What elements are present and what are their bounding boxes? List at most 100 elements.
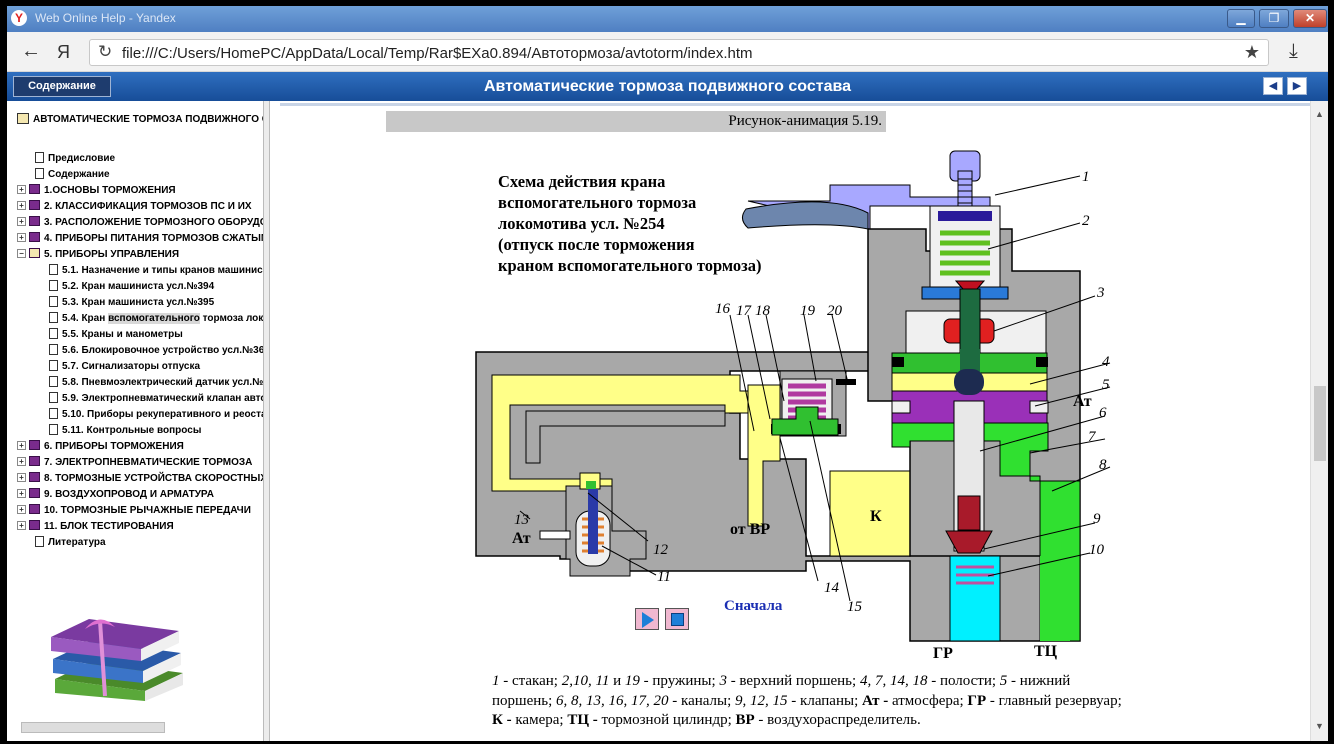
book-icon: [29, 216, 40, 226]
expand-icon[interactable]: +: [17, 185, 26, 194]
tree-item-5-7[interactable]: 5.7. Сигнализаторы отпуска: [49, 360, 200, 374]
download-icon[interactable]: ⤓: [1289, 40, 1298, 62]
tree-item-label: 6. ПРИБОРЫ ТОРМОЖЕНИЯ: [44, 441, 184, 452]
page-icon: [49, 264, 58, 275]
tree-item-5-6[interactable]: 5.6. Блокировочное устройство усл.№367: [49, 344, 263, 358]
play-button[interactable]: [635, 608, 659, 630]
contents-tree: АВТОМАТИЧЕСКИЕ ТОРМОЗА ПОДВИЖНОГО СОСТАВ…: [7, 101, 263, 741]
tree-item-chapter-11[interactable]: +11. БЛОК ТЕСТИРОВАНИЯ: [17, 520, 174, 534]
tree-item-5-10[interactable]: 5.10. Приборы рекуперативного и реостатн…: [49, 408, 263, 422]
tree-item-chapter-2[interactable]: +2. КЛАССИФИКАЦИЯ ТОРМОЗОВ ПС И ИХ: [17, 200, 252, 214]
tree-item-contents[interactable]: Содержание: [35, 168, 110, 182]
page-icon: [49, 408, 58, 419]
tree-item-5-3[interactable]: 5.3. Кран машиниста усл.№395: [49, 296, 214, 310]
tree-item-label: 5.2. Кран машиниста усл.№394: [62, 281, 215, 292]
tree-item-chapter-3[interactable]: +3. РАСПОЛОЖЕНИЕ ТОРМОЗНОГО ОБОРУДОВАНИЯ: [17, 216, 263, 230]
tree-item-5-9[interactable]: 5.9. Электропневматический клапан автост…: [49, 392, 263, 406]
scroll-down-icon[interactable]: ▼: [1315, 721, 1324, 731]
tree-item-label: 5. ПРИБОРЫ УПРАВЛЕНИЯ: [44, 249, 180, 260]
pane-splitter[interactable]: [263, 101, 270, 741]
back-button[interactable]: ←: [21, 40, 41, 62]
tree-item-label: 5.10. Приборы рекуперативного и реостатн…: [62, 409, 263, 420]
expand-icon[interactable]: +: [17, 233, 26, 242]
callout-11: 11: [657, 569, 671, 585]
scroll-thumb[interactable]: [1314, 386, 1326, 461]
callout-8: 8: [1099, 457, 1107, 473]
tree-item-label: тормоза локомотива: [202, 313, 263, 324]
callout-12: 12: [653, 542, 668, 558]
page-icon: [49, 312, 58, 323]
tree-item-5-1[interactable]: 5.1. Назначение и типы кранов машиниста: [49, 264, 263, 278]
tree-item-chapter-6[interactable]: +6. ПРИБОРЫ ТОРМОЖЕНИЯ: [17, 440, 184, 454]
stop-icon: [671, 613, 684, 626]
open-book-icon: [17, 113, 29, 124]
previous-page-button[interactable]: ◀: [1263, 77, 1283, 95]
contents-button[interactable]: Содержание: [13, 76, 111, 97]
tree-item-chapter-9[interactable]: +9. ВОЗДУХОПРОВОД И АРМАТУРА: [17, 488, 214, 502]
page-icon: [49, 280, 58, 291]
tree-item-preface[interactable]: Предисловие: [35, 152, 115, 166]
book-icon: [29, 504, 40, 514]
callout-16: 16: [715, 301, 730, 317]
page-icon: [49, 360, 58, 371]
scroll-up-icon[interactable]: ▲: [1315, 109, 1324, 119]
callout-2: 2: [1082, 213, 1090, 229]
open-book-icon: [29, 248, 40, 258]
window-title: Web Online Help - Yandex: [35, 11, 176, 25]
tree-item-5-4[interactable]: 5.4. Кран вспомогательного тормоза локом…: [49, 312, 263, 326]
reload-icon[interactable]: ↻: [98, 42, 113, 61]
maximize-button[interactable]: ❐: [1259, 9, 1289, 28]
tree-item-label: 11. БЛОК ТЕСТИРОВАНИЯ: [44, 521, 174, 532]
page-icon: [35, 152, 44, 163]
address-bar[interactable]: ↻ file:///C:/Users/HomePC/AppData/Local/…: [89, 39, 1269, 66]
tree-item-5-8[interactable]: 5.8. Пневмоэлектрический датчик усл.№418: [49, 376, 263, 390]
page-icon: [35, 168, 44, 179]
callout-7: 7: [1088, 429, 1096, 445]
yandex-home-button[interactable]: Я: [57, 42, 70, 62]
label-atmosphere-right: Ат: [1073, 393, 1092, 410]
title-bar: Y Web Online Help - Yandex ▁ ❐ ✕: [7, 6, 1328, 32]
expand-icon[interactable]: +: [17, 505, 26, 514]
expand-icon[interactable]: +: [17, 201, 26, 210]
callout-5: 5: [1102, 377, 1110, 393]
collapse-icon[interactable]: −: [17, 249, 26, 258]
tree-item-chapter-7[interactable]: +7. ЭЛЕКТРОПНЕВМАТИЧЕСКИЕ ТОРМОЗА: [17, 456, 252, 470]
tree-item-5-2[interactable]: 5.2. Кран машиниста усл.№394: [49, 280, 214, 294]
expand-icon[interactable]: +: [17, 473, 26, 482]
figure-caption: Рисунок-анимация 5.19.: [728, 113, 882, 129]
bookmark-star-icon[interactable]: ★: [1243, 42, 1260, 62]
tree-item-chapter-1[interactable]: +1.ОСНОВЫ ТОРМОЖЕНИЯ: [17, 184, 176, 198]
divider: [280, 103, 1310, 106]
expand-icon[interactable]: +: [17, 217, 26, 226]
expand-icon[interactable]: +: [17, 457, 26, 466]
callout-10: 10: [1089, 542, 1104, 558]
tree-item-label: 4. ПРИБОРЫ ПИТАНИЯ ТОРМОЗОВ СЖАТЫМ: [44, 233, 263, 244]
tree-item-label: 5.3. Кран машиниста усл.№395: [62, 297, 215, 308]
tree-item-label: 10. ТОРМОЗНЫЕ РЫЧАЖНЫЕ ПЕРЕДАЧИ: [44, 505, 251, 516]
sidebar-horizontal-scrollbar[interactable]: [21, 722, 165, 733]
expand-icon[interactable]: +: [17, 441, 26, 450]
tree-item-literature[interactable]: Литература: [35, 536, 106, 550]
tree-item-chapter-4[interactable]: +4. ПРИБОРЫ ПИТАНИЯ ТОРМОЗОВ СЖАТЫМ: [17, 232, 263, 246]
next-page-button[interactable]: ▶: [1287, 77, 1307, 95]
callout-18: 18: [755, 303, 770, 319]
tree-item-5-11[interactable]: 5.11. Контрольные вопросы: [49, 424, 201, 438]
scheme-title: Схема действия крана вспомогательного то…: [498, 172, 762, 275]
expand-icon[interactable]: +: [17, 521, 26, 530]
minimize-button[interactable]: ▁: [1227, 9, 1255, 28]
tree-item-chapter-8[interactable]: +8. ТОРМОЗНЫЕ УСТРОЙСТВА СКОРОСТНЫХ: [17, 472, 263, 486]
restart-link[interactable]: Сначала: [724, 598, 783, 614]
url-text[interactable]: file:///C:/Users/HomePC/AppData/Local/Te…: [122, 45, 753, 62]
callout-9: 9: [1093, 511, 1101, 527]
tree-item-label: 5.6. Блокировочное устройство усл.№367: [62, 345, 263, 356]
vertical-scrollbar[interactable]: ▲ ▼: [1310, 101, 1328, 741]
tree-root[interactable]: АВТОМАТИЧЕСКИЕ ТОРМОЗА ПОДВИЖНОГО СОСТАВ…: [17, 113, 263, 125]
tree-item-chapter-10[interactable]: +10. ТОРМОЗНЫЕ РЫЧАЖНЫЕ ПЕРЕДАЧИ: [17, 504, 251, 518]
stop-button[interactable]: [665, 608, 689, 630]
tree-item-5-5[interactable]: 5.5. Краны и манометры: [49, 328, 183, 342]
close-button[interactable]: ✕: [1293, 9, 1327, 28]
tree-item-label: 5.1. Назначение и типы кранов машиниста: [62, 265, 263, 276]
tree-item-chapter-5[interactable]: − 5. ПРИБОРЫ УПРАВЛЕНИЯ: [17, 248, 179, 262]
callout-4: 4: [1102, 354, 1110, 370]
expand-icon[interactable]: +: [17, 489, 26, 498]
